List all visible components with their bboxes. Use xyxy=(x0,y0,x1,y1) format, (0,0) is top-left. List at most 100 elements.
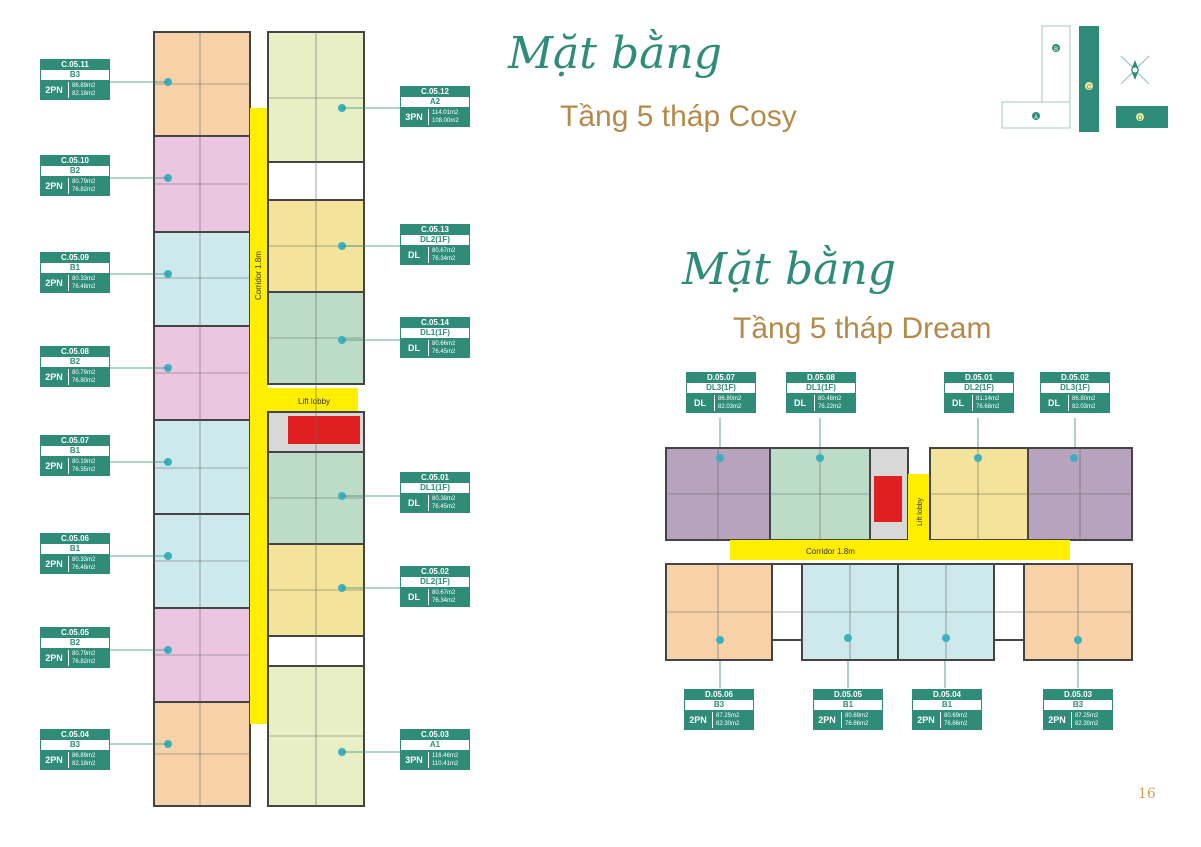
unit-area-net: 76.34m2 xyxy=(432,256,456,262)
dream-corridor xyxy=(730,540,1070,560)
unit-area-net: 76.34m2 xyxy=(432,598,456,604)
unit-area-gross: 80.79m2 xyxy=(72,651,96,657)
unit-area-net: 82.18m2 xyxy=(72,91,96,97)
unit-type: B1 xyxy=(813,700,883,710)
unit-bedrooms: DL xyxy=(952,398,964,408)
unit-info: DL 80.67m2 76.34m2 xyxy=(400,587,470,607)
unit-type: B3 xyxy=(1043,700,1113,710)
unit-bedrooms: DL xyxy=(694,398,706,408)
unit-code: C.05.10 xyxy=(40,155,110,166)
unit-areas: 80.33m2 76.48m2 xyxy=(68,275,95,291)
unit-code: C.05.09 xyxy=(40,252,110,263)
tower-key-map: B C A D xyxy=(1001,25,1168,132)
unit-type: DL3(1F) xyxy=(686,383,756,393)
unit-code: C.05.12 xyxy=(400,86,470,97)
unit-c0507 xyxy=(153,419,251,515)
unit-area-net: 108.00m2 xyxy=(432,118,459,124)
unit-type: A2 xyxy=(400,97,470,107)
unit-area-net: 82.30m2 xyxy=(716,721,740,727)
dream-subtitle: Tầng 5 tháp Dream xyxy=(733,312,992,345)
unit-area-net: 76.68m2 xyxy=(976,404,1000,410)
unit-area-gross: 80.79m2 xyxy=(72,370,96,376)
unit-area-gross: 80.66m2 xyxy=(432,341,456,347)
unit-area-gross: 80.48m2 xyxy=(818,396,842,402)
unit-area-net: 76.48m2 xyxy=(72,284,96,290)
unit-code: D.05.07 xyxy=(686,372,756,383)
unit-code: C.05.02 xyxy=(400,566,470,577)
unit-c0509 xyxy=(153,231,251,327)
unit-code: D.05.05 xyxy=(813,689,883,700)
unit-bedrooms: DL xyxy=(408,592,420,602)
unit-type: B1 xyxy=(40,544,110,554)
unit-bedrooms: 3PN xyxy=(405,755,423,765)
unit-type: B2 xyxy=(40,357,110,367)
unit-bedrooms: 2PN xyxy=(45,755,63,765)
unit-area-gross: 80.67m2 xyxy=(432,590,456,596)
unit-area-net: 82.18m2 xyxy=(72,761,96,767)
unit-type: B1 xyxy=(912,700,982,710)
unit-area-net: 76.80m2 xyxy=(72,378,96,384)
unit-code: C.05.08 xyxy=(40,346,110,357)
dream-lift-lobby xyxy=(908,474,930,540)
unit-type: DL1(1F) xyxy=(400,328,470,338)
unit-type: B2 xyxy=(40,638,110,648)
cosy-lift-red xyxy=(288,416,360,444)
unit-type: B2 xyxy=(40,166,110,176)
unit-code: C.05.06 xyxy=(40,533,110,544)
cosy-corridor xyxy=(250,108,268,724)
unit-type: B3 xyxy=(40,70,110,80)
unit-type: A1 xyxy=(400,740,470,750)
unit-type: DL2(1F) xyxy=(400,235,470,245)
unit-area-net: 82.03m2 xyxy=(1072,404,1096,410)
unit-code: C.05.11 xyxy=(40,59,110,70)
cosy-lift-label: Lift lobby xyxy=(298,397,330,406)
unit-areas: 80.79m2 76.80m2 xyxy=(68,369,95,385)
unit-area-gross: 116.46m2 xyxy=(432,753,459,759)
unit-type: DL3(1F) xyxy=(1040,383,1110,393)
unit-bedrooms: DL xyxy=(408,343,420,353)
unit-area-gross: 80.19m2 xyxy=(72,459,96,465)
compass-icon xyxy=(1120,55,1150,85)
unit-area-gross: 80.33m2 xyxy=(72,276,96,282)
unit-area-gross: 80.69m2 xyxy=(944,713,968,719)
key-label-b: B xyxy=(1054,47,1058,53)
unit-area-gross: 80.79m2 xyxy=(72,179,96,185)
unit-code: C.05.04 xyxy=(40,729,110,740)
unit-code: D.05.03 xyxy=(1043,689,1113,700)
unit-area-net: 76.45m2 xyxy=(432,504,456,510)
unit-code: C.05.01 xyxy=(400,472,470,483)
unit-area-net: 82.30m2 xyxy=(1075,721,1099,727)
unit-bedrooms: DL xyxy=(1048,398,1060,408)
unit-area-gross: 80.38m2 xyxy=(432,496,456,502)
cosy-floor-plan: Corridor 1.8m Lift lobby xyxy=(153,31,365,807)
